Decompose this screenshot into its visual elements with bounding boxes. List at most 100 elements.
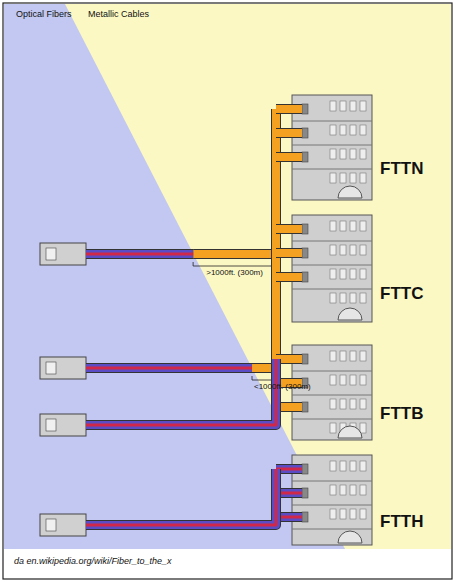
device-port [46, 519, 56, 531]
dome [338, 531, 362, 543]
type-label: FTTC [380, 285, 423, 304]
device-port [46, 362, 56, 374]
floor-line [292, 289, 372, 290]
window [360, 125, 366, 135]
fiber-core [86, 367, 252, 370]
window [350, 269, 356, 279]
window [340, 509, 346, 519]
device-port [46, 419, 56, 431]
terminal [302, 152, 308, 162]
building [292, 345, 372, 440]
floor-line [292, 265, 372, 266]
window [330, 125, 336, 135]
dimension-bracket [193, 262, 274, 266]
window [330, 149, 336, 159]
fiber-cable [86, 359, 276, 425]
building [292, 455, 372, 545]
terminal [302, 402, 308, 412]
floor-line [292, 121, 372, 122]
exchange-device [40, 414, 86, 436]
type-label: FTTH [380, 513, 423, 532]
window [340, 375, 346, 385]
type-label: FTTN [380, 160, 423, 179]
window [360, 375, 366, 385]
cable-outline [276, 224, 302, 234]
floor-line [292, 371, 372, 372]
window [340, 221, 346, 231]
terminal [302, 248, 308, 258]
floor-line [292, 481, 372, 482]
device-port [46, 248, 56, 260]
building [292, 215, 372, 322]
window [360, 485, 366, 495]
window [340, 485, 346, 495]
window [330, 269, 336, 279]
dome [338, 186, 362, 198]
fiber-core [86, 253, 193, 256]
window [330, 423, 336, 433]
fiber-core [86, 359, 276, 425]
metal-cable [276, 273, 302, 281]
exchange-device [40, 243, 86, 265]
terminal [302, 488, 308, 498]
window [330, 375, 336, 385]
terminal [302, 224, 308, 234]
window [350, 293, 356, 303]
window [350, 173, 356, 183]
window [330, 351, 336, 361]
floor-line [292, 505, 372, 506]
terminal [302, 464, 308, 474]
row [40, 455, 372, 545]
window [330, 293, 336, 303]
window [350, 509, 356, 519]
window [360, 269, 366, 279]
frame [3, 3, 452, 579]
cable-outline [276, 248, 302, 258]
window [360, 423, 366, 433]
terminal [302, 512, 308, 522]
window [330, 509, 336, 519]
terminal [302, 128, 308, 138]
metal-cable [276, 225, 302, 233]
floor-line [292, 419, 372, 420]
dimension-bracket [252, 376, 274, 380]
cable-outline [276, 152, 302, 162]
metal-cable [252, 229, 276, 368]
fiber-region [4, 4, 345, 549]
window [330, 461, 336, 471]
window [330, 221, 336, 231]
window [330, 173, 336, 183]
window [350, 245, 356, 255]
window [340, 269, 346, 279]
window [340, 245, 346, 255]
window [350, 221, 356, 231]
cable-outline [86, 249, 193, 259]
window [350, 149, 356, 159]
window [360, 399, 366, 409]
window [360, 101, 366, 111]
window [360, 221, 366, 231]
cable-outline [193, 109, 276, 254]
window [330, 101, 336, 111]
cable-outline [276, 272, 302, 282]
window [350, 461, 356, 471]
window [340, 173, 346, 183]
cable-outline [276, 128, 302, 138]
window [330, 485, 336, 495]
terminal [302, 104, 308, 114]
floor-line [292, 169, 372, 170]
cable-outline [86, 359, 276, 425]
cable-outline [276, 104, 302, 114]
metal-cable [276, 129, 302, 137]
window [360, 245, 366, 255]
exchange-device [40, 357, 86, 379]
dimension-label: <1000ft. (300m) [254, 383, 311, 392]
dimension-label: >1000ft. (300m) [206, 269, 263, 278]
floor-line [292, 395, 372, 396]
metal-cable [193, 109, 276, 254]
dome [338, 308, 362, 320]
dome [338, 426, 362, 438]
window [350, 399, 356, 409]
exchange-device [40, 514, 86, 536]
window [360, 509, 366, 519]
